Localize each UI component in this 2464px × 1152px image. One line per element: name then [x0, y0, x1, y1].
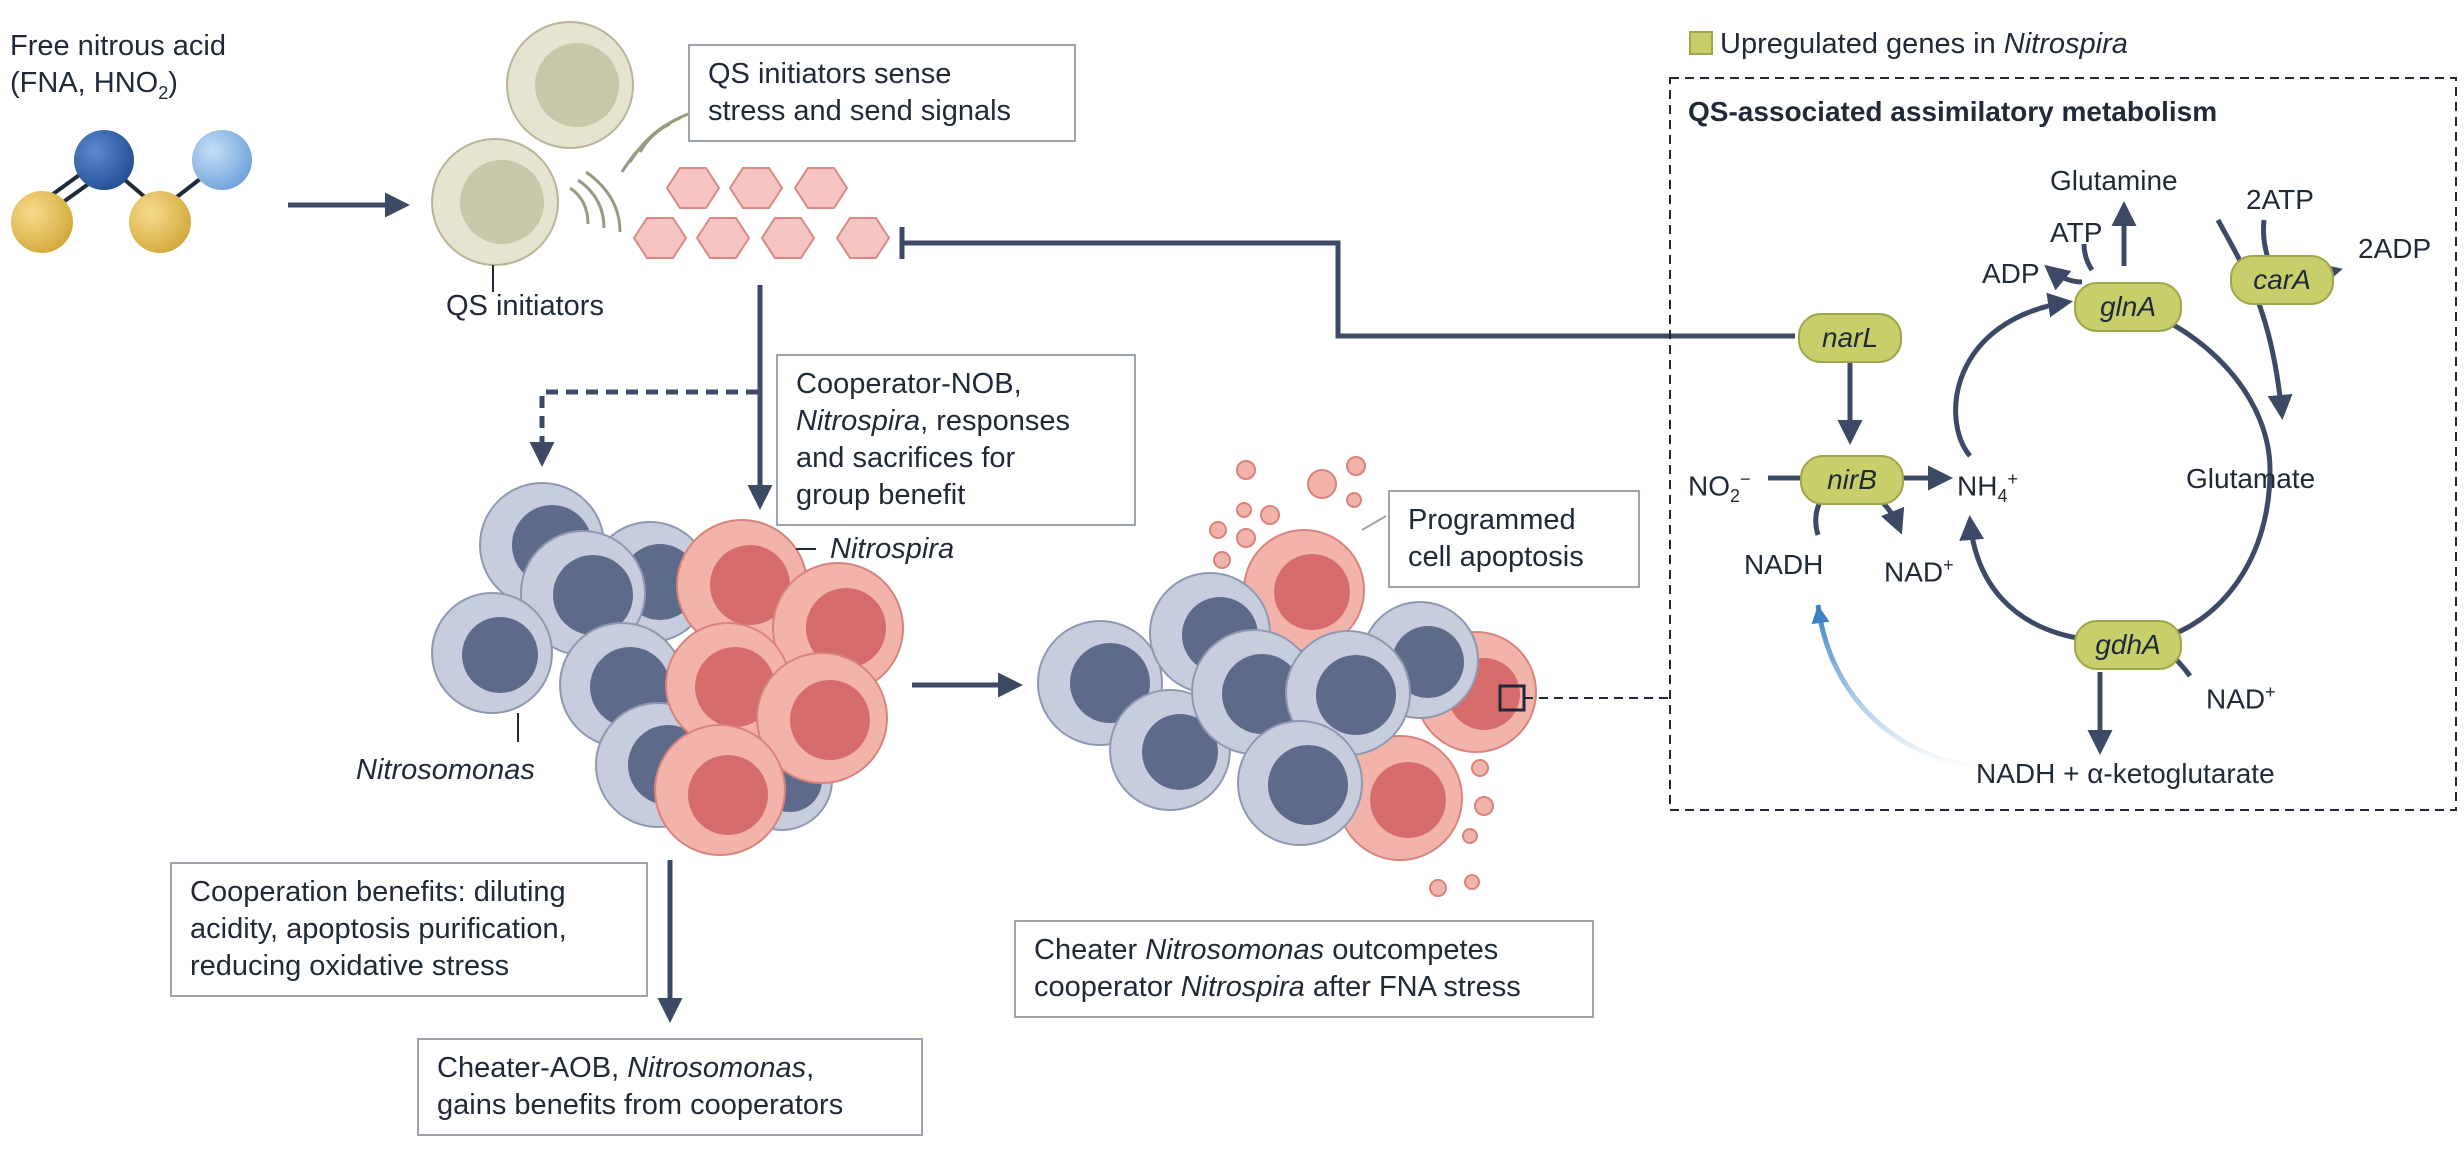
cheater-aob-line1: Cheater-AOB, Nitrosomonas,	[437, 1052, 815, 1084]
fna-title-line1: Free nitrous acid	[10, 30, 226, 62]
qs-initiator-cells-icon	[431, 21, 689, 266]
fna-molecule-icon	[11, 130, 252, 253]
metabolite-nadh-akg: NADH + α-ketoglutarate	[1976, 758, 2275, 789]
apoptosis-cluster-icon	[1037, 456, 1537, 897]
metabolite-glutamate: Glutamate	[2186, 463, 2316, 494]
metabolite-adp: ADP	[1982, 258, 2040, 289]
benefits-line2: acidity, apoptosis purification,	[190, 913, 567, 945]
metabolite-no2: NO2−	[1688, 469, 1751, 506]
dashed-signal-arrow	[529, 389, 758, 467]
gene-nirB: nirB	[1800, 455, 1904, 505]
coop-box-line3: and sacrifices for	[796, 442, 1016, 474]
legend-swatch	[1689, 31, 1713, 55]
gene-narL: narL	[1798, 313, 1902, 363]
legend-label: Upregulated genes in Nitrospira	[1720, 28, 2128, 60]
cooperator-cell-icon	[654, 519, 904, 856]
metabolite-nadh: NADH	[1744, 549, 1824, 580]
metabolite-2adp: 2ADP	[2358, 233, 2432, 264]
apoptotic-bubbles-icon	[1209, 456, 1494, 897]
mixed-cell-cluster-icon	[431, 482, 904, 856]
coop-box-line1: Cooperator-NOB,	[796, 368, 1022, 400]
benefits-line1: Cooperation benefits: diluting	[190, 876, 566, 908]
benefits-line3: reducing oxidative stress	[190, 950, 510, 982]
cooperation-benefits-callout: Cooperation benefits: diluting acidity, …	[170, 862, 648, 997]
nadh-recycling-arrowhead	[1811, 605, 1830, 625]
metabolite-2atp: 2ATP	[2246, 184, 2314, 215]
qs-signal-molecules-icon	[632, 167, 891, 259]
outcompete-line1: Cheater Nitrosomonas outcompetes	[1034, 934, 1499, 966]
nitrospira-label: Nitrospira	[830, 533, 955, 565]
metabolite-atp: ATP	[2050, 217, 2103, 248]
coop-box-line2: Nitrospira, responses	[796, 405, 1071, 437]
oxygen-atom-icon	[11, 191, 73, 253]
qs-initiators-callout: QS initiators sense stress and send sign…	[688, 44, 1076, 142]
qs-box-line2: stress and send signals	[708, 95, 1012, 127]
nadh-recycling-arrow	[1815, 604, 1986, 771]
metabolite-nad-plus: NAD+	[1884, 555, 1954, 588]
metabolism-panel-border	[1669, 77, 2457, 811]
hydrogen-atom-icon	[192, 130, 252, 190]
oxygen-atom-icon	[129, 191, 191, 253]
apoptosis-line1: Programmed	[1408, 504, 1576, 536]
nitrosomonas-label: Nitrosomonas	[356, 754, 535, 786]
qs-box-line1: QS initiators sense	[708, 58, 952, 90]
apoptosis-callout: Programmed cell apoptosis	[1388, 490, 1640, 588]
cheater-aob-line2: gains benefits from cooperators	[437, 1089, 844, 1121]
gene-gdhA: gdhA	[2074, 620, 2182, 670]
gene-glnA: glnA	[2074, 282, 2182, 332]
outcompete-callout: Cheater Nitrosomonas outcompetes coopera…	[1014, 920, 1594, 1018]
apoptosis-callout-pointer	[1361, 515, 1387, 531]
cooperator-callout: Cooperator-NOB, Nitrospira, responses an…	[776, 354, 1136, 526]
gene-carA: carA	[2230, 255, 2334, 305]
narl-inhibition-line	[902, 240, 1795, 339]
outcompete-line2: cooperator Nitrospira after FNA stress	[1034, 971, 1521, 1003]
metabolite-nad-plus-2: NAD+	[2206, 682, 2276, 715]
apoptosis-line2: cell apoptosis	[1408, 541, 1584, 573]
metabolite-nh4: NH4+	[1957, 469, 2018, 506]
fna-title-line2: (FNA, HNO2)	[10, 67, 178, 103]
nitrogen-atom-icon	[74, 130, 134, 190]
cheater-aob-callout: Cheater-AOB, Nitrosomonas, gains benefit…	[417, 1038, 923, 1136]
panel-title: QS-associated assimilatory metabolism	[1688, 96, 2218, 127]
metabolism-arrows	[1768, 201, 2343, 755]
metabolite-glutamine: Glutamine	[2050, 165, 2178, 196]
coop-box-line4: group benefit	[796, 479, 966, 511]
qs-initiators-label: QS initiators	[446, 290, 604, 322]
